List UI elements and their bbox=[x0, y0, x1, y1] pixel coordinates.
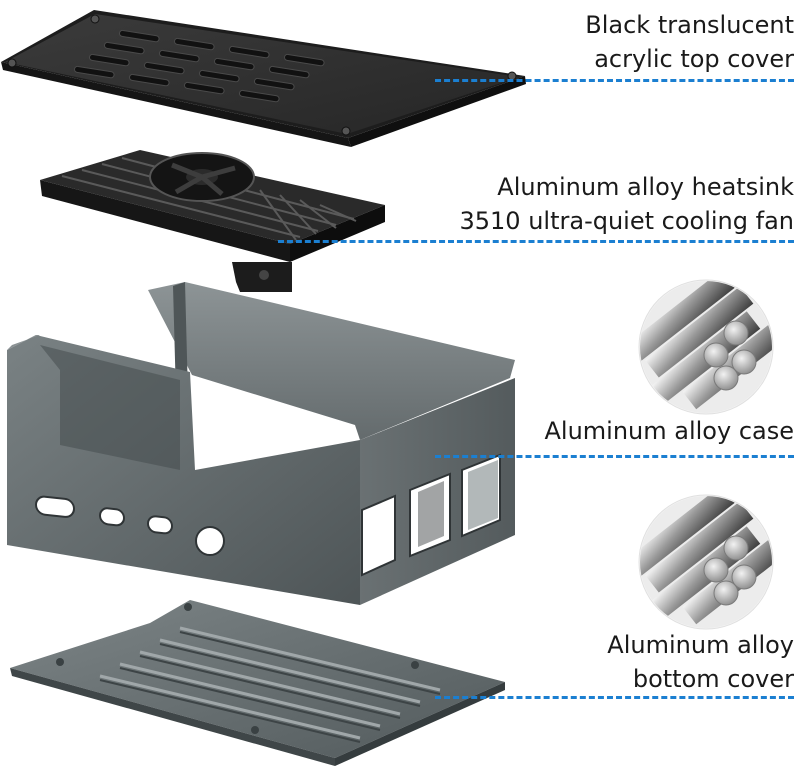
acrylic-top-cover bbox=[1, 10, 526, 147]
top-cover-vent-slots bbox=[73, 29, 325, 103]
callout-line: acrylic top cover bbox=[594, 45, 794, 73]
leader-line-heatsink-fan bbox=[278, 240, 794, 243]
leader-line-top-cover bbox=[435, 79, 794, 82]
leader-line-case bbox=[435, 455, 794, 458]
aluminum-rods-badge-1 bbox=[638, 279, 774, 415]
aluminum-bottom-cover bbox=[10, 600, 505, 766]
callout-line: 3510 ultra-quiet cooling fan bbox=[459, 207, 795, 235]
heatsink-with-fan bbox=[40, 150, 385, 292]
callout-line: Aluminum alloy bbox=[607, 631, 794, 659]
callout-line: bottom cover bbox=[632, 665, 794, 693]
leader-line-bottom-cover bbox=[435, 696, 794, 699]
callout-line: Black translucent bbox=[585, 11, 794, 39]
callout-case: Aluminum alloy case bbox=[544, 414, 794, 448]
callout-heatsink-fan: Aluminum alloy heatsink 3510 ultra-quiet… bbox=[460, 170, 795, 238]
callout-line: Aluminum alloy case bbox=[544, 417, 794, 445]
cooling-fan bbox=[149, 152, 255, 202]
aluminum-case bbox=[7, 282, 515, 605]
callout-top-cover: Black translucent acrylic top cover bbox=[585, 8, 794, 76]
case-side-ports bbox=[35, 495, 225, 556]
callout-line: Aluminum alloy heatsink bbox=[497, 173, 794, 201]
aluminum-rods-badge-2 bbox=[638, 494, 774, 630]
callout-bottom-cover: Aluminum alloy bottom cover bbox=[607, 628, 794, 696]
